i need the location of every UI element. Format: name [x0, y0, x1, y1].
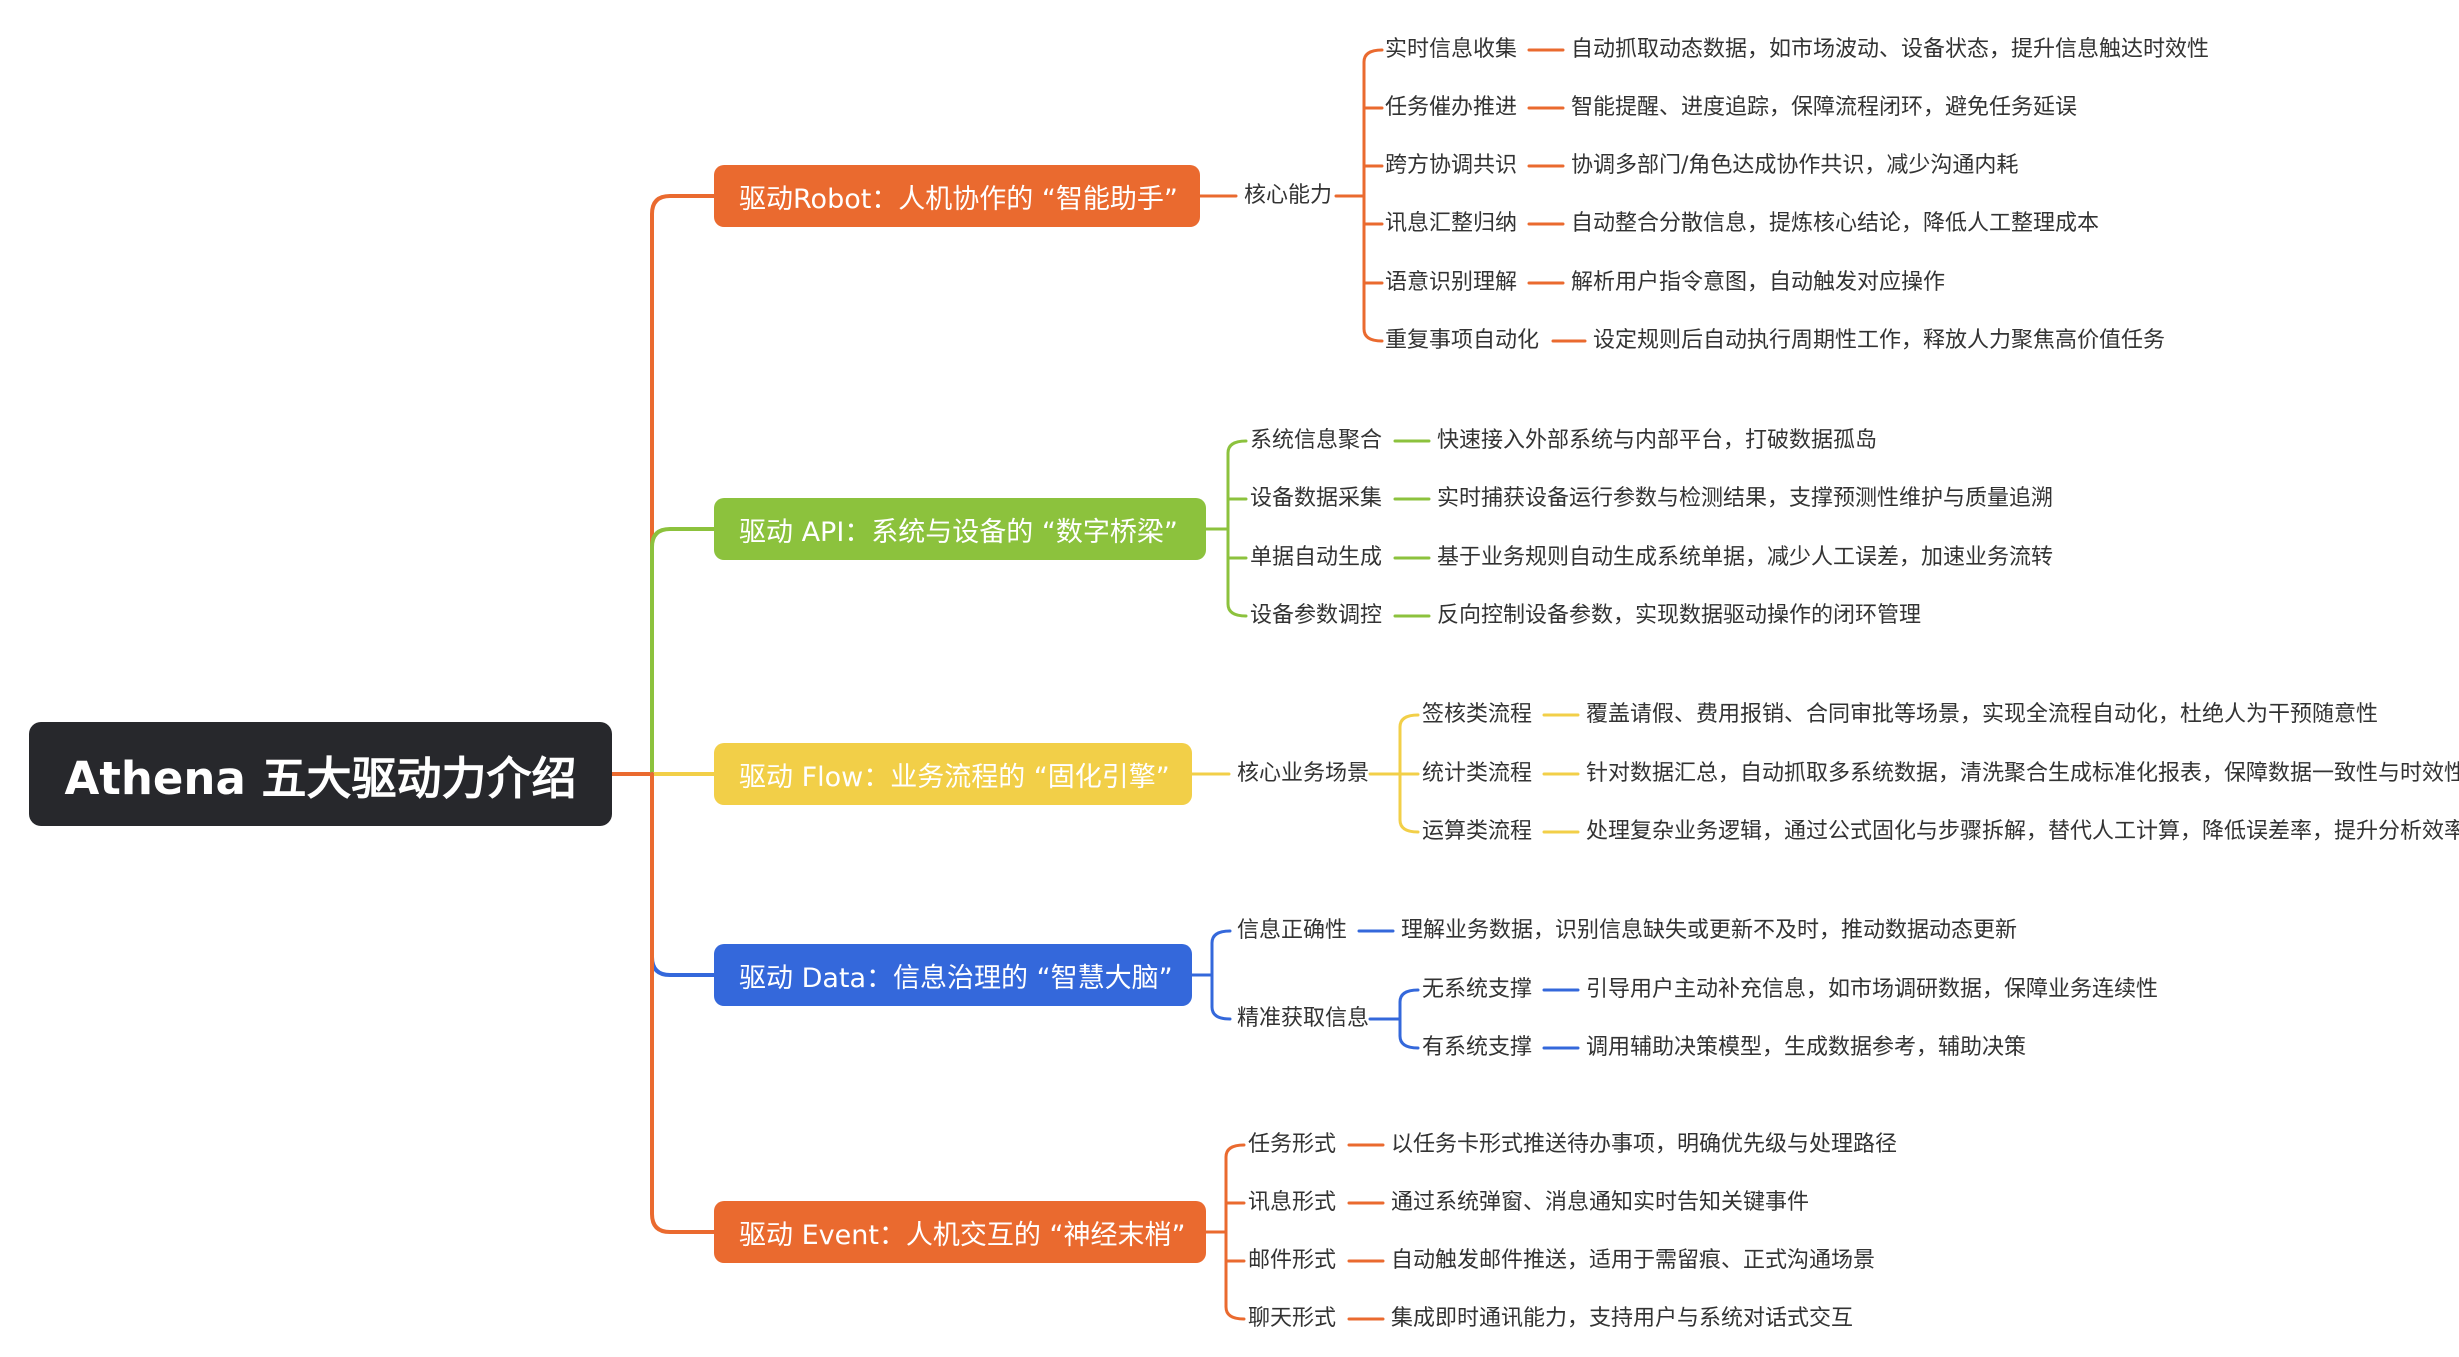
data-precise-name[interactable]: 精准获取信息 — [1237, 1006, 1370, 1031]
root-node[interactable]: Athena 五大驱动力介绍 — [29, 722, 612, 826]
robot-item-desc[interactable]: 协调多部门/角色达成协作共识，减少沟通内耗 — [1571, 153, 2019, 178]
api-item-desc[interactable]: 反向控制设备参数，实现数据驱动操作的闭环管理 — [1437, 603, 1922, 628]
robot-group-core-ability[interactable]: 核心能力 — [1244, 183, 1333, 208]
branch-api[interactable]: 驱动 API：系统与设备的 “数字桥梁” — [714, 498, 1206, 560]
event-item-name[interactable]: 聊天形式 — [1248, 1306, 1337, 1331]
data-precise-item-desc[interactable]: 调用辅助决策模型，生成数据参考，辅助决策 — [1586, 1035, 2027, 1060]
event-item-name[interactable]: 任务形式 — [1248, 1132, 1337, 1157]
event-item-desc[interactable]: 集成即时通讯能力，支持用户与系统对话式交互 — [1391, 1306, 1854, 1331]
connector-line — [650, 527, 716, 776]
robot-item-desc[interactable]: 自动整合分散信息，提炼核心结论，降低人工整理成本 — [1571, 211, 2100, 236]
robot-item-name[interactable]: 语意识别理解 — [1385, 270, 1518, 295]
robot-item-name[interactable]: 讯息汇整归纳 — [1385, 211, 1518, 236]
data-precise-item-desc[interactable]: 引导用户主动补充信息，如市场调研数据，保障业务连续性 — [1586, 977, 2159, 1002]
api-item-desc[interactable]: 实时捕获设备运行参数与检测结果，支撑预测性维护与质量追溯 — [1437, 486, 2054, 511]
branch-flow[interactable]: 驱动 Flow：业务流程的 “固化引擎” — [714, 743, 1192, 805]
connector-line — [1226, 439, 1248, 618]
event-item-desc[interactable]: 自动触发邮件推送，适用于需留痕、正式沟通场景 — [1391, 1248, 1876, 1273]
api-item-name[interactable]: 单据自动生成 — [1250, 545, 1383, 570]
branch-robot[interactable]: 驱动Robot：人机协作的 “智能助手” — [714, 165, 1200, 227]
flow-item-name[interactable]: 统计类流程 — [1422, 761, 1533, 786]
connector-line — [1362, 48, 1384, 343]
connector-line — [1398, 988, 1420, 1050]
flow-item-name[interactable]: 签核类流程 — [1422, 702, 1533, 727]
event-item-desc[interactable]: 以任务卡形式推送待办事项，明确优先级与处理路径 — [1391, 1132, 1898, 1157]
robot-item-desc[interactable]: 智能提醒、进度追踪，保障流程闭环，避免任务延误 — [1571, 95, 2078, 120]
data-correctness-name[interactable]: 信息正确性 — [1237, 918, 1348, 943]
connector-line — [1224, 1143, 1246, 1321]
data-precise-item-name[interactable]: 无系统支撑 — [1422, 977, 1533, 1002]
event-item-name[interactable]: 讯息形式 — [1248, 1190, 1337, 1215]
robot-item-name[interactable]: 重复事项自动化 — [1385, 328, 1540, 353]
connector-line — [650, 772, 716, 1234]
branch-event[interactable]: 驱动 Event：人机交互的 “神经末梢” — [714, 1201, 1206, 1263]
flow-item-desc[interactable]: 针对数据汇总，自动抓取多系统数据，清洗聚合生成标准化报表，保障数据一致性与时效性 — [1586, 761, 2459, 786]
robot-item-name[interactable]: 跨方协调共识 — [1385, 153, 1518, 178]
flow-item-desc[interactable]: 处理复杂业务逻辑，通过公式固化与步骤拆解，替代人工计算，降低误差率，提升分析效率 — [1586, 819, 2459, 844]
flow-item-name[interactable]: 运算类流程 — [1422, 819, 1533, 844]
robot-item-desc[interactable]: 自动抓取动态数据，如市场波动、设备状态，提升信息触达时效性 — [1571, 37, 2210, 62]
robot-item-name[interactable]: 实时信息收集 — [1385, 37, 1518, 62]
robot-item-desc[interactable]: 解析用户指令意图，自动触发对应操作 — [1571, 270, 1946, 295]
api-item-desc[interactable]: 基于业务规则自动生成系统单据，减少人工误差，加速业务流转 — [1437, 545, 2054, 570]
data-correctness-desc[interactable]: 理解业务数据，识别信息缺失或更新不及时，推动数据动态更新 — [1401, 918, 2018, 943]
api-item-name[interactable]: 设备参数调控 — [1250, 603, 1383, 628]
robot-item-desc[interactable]: 设定规则后自动执行周期性工作，释放人力聚焦高价值任务 — [1593, 328, 2166, 353]
event-item-desc[interactable]: 通过系统弹窗、消息通知实时告知关键事件 — [1391, 1190, 1810, 1215]
flow-group-core-scenarios[interactable]: 核心业务场景 — [1237, 761, 1370, 786]
data-precise-item-name[interactable]: 有系统支撑 — [1422, 1035, 1533, 1060]
api-item-desc[interactable]: 快速接入外部系统与内部平台，打破数据孤岛 — [1437, 428, 1878, 453]
connector-line — [650, 772, 716, 977]
connector-line — [1210, 929, 1232, 1021]
event-item-name[interactable]: 邮件形式 — [1248, 1248, 1337, 1273]
flow-item-desc[interactable]: 覆盖请假、费用报销、合同审批等场景，实现全流程自动化，杜绝人为干预随意性 — [1586, 702, 2379, 727]
api-item-name[interactable]: 系统信息聚合 — [1250, 428, 1383, 453]
branch-data[interactable]: 驱动 Data：信息治理的 “智慧大脑” — [714, 944, 1192, 1006]
robot-item-name[interactable]: 任务催办推进 — [1385, 95, 1518, 120]
api-item-name[interactable]: 设备数据采集 — [1250, 486, 1383, 511]
connector-line — [650, 194, 716, 776]
